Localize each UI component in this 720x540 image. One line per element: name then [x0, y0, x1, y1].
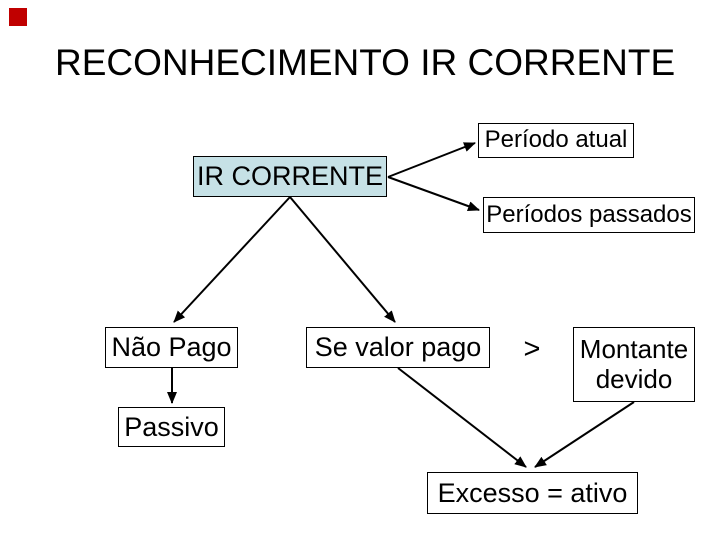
diagram-node-nao-pago: Não Pago — [105, 327, 238, 368]
slide-title: RECONHECIMENTO IR CORRENTE — [55, 42, 676, 83]
diagram-node-excesso-ativo: Excesso = ativo — [427, 472, 638, 514]
diagram-node-periodo-atual: Período atual — [478, 123, 634, 158]
connector-arrow-ir-to-nao-pago — [173, 196, 291, 323]
diagram-node-se-valor-pago: Se valor pago — [306, 327, 490, 368]
connector-arrow-ir-to-periodo-atual — [387, 142, 476, 178]
connector-arrow-ir-to-se-valor-pago — [289, 196, 396, 323]
connector-arrow-montante-devido-to-excesso — [534, 401, 635, 468]
diagram-node-montante-devido: Montante devido — [573, 327, 695, 402]
greater-than-symbol: > — [523, 332, 541, 365]
diagram-node-passivo: Passivo — [118, 407, 225, 447]
diagram-node-periodos-passados: Períodos passados — [483, 197, 695, 233]
diagram-node-ir-corrente: IR CORRENTE — [193, 156, 387, 197]
connector-arrow-ir-to-periodos-passados — [387, 176, 480, 211]
connector-arrow-se-valor-pago-to-excesso — [397, 367, 527, 468]
slide-accent-square — [9, 8, 27, 26]
